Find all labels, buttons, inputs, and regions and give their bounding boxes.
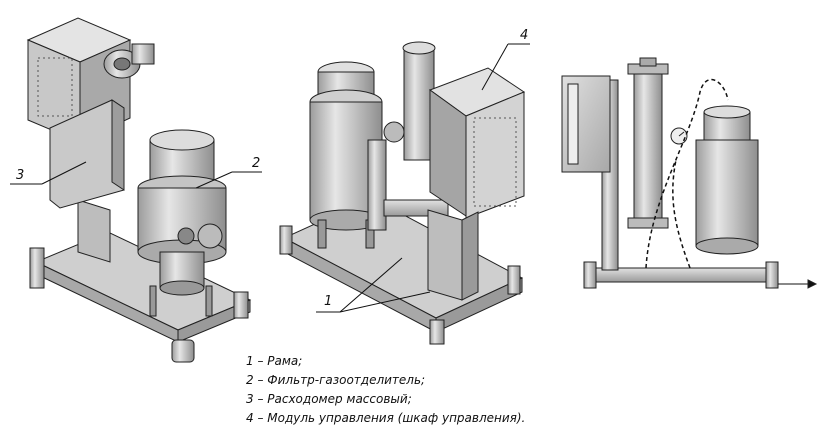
callout-4: 4 xyxy=(520,28,529,43)
legend-item: 4 – Модуль управления (шкаф управления). xyxy=(246,411,526,425)
callout-2: 2 xyxy=(252,156,261,171)
mass-flowmeter-left xyxy=(49,99,125,209)
unit-middle xyxy=(279,41,526,345)
legend: 1 – Рама; 2 – Фильтр-газоотделитель; 3 –… xyxy=(246,352,525,428)
filter-separator-left xyxy=(137,129,227,296)
unit-left xyxy=(26,17,252,363)
control-cabinet-middle xyxy=(428,67,526,219)
leader-lines xyxy=(10,43,530,313)
legend-item: 2 – Фильтр-газоотделитель; xyxy=(246,373,426,387)
legend-item: 3 – Расходомер массовый; xyxy=(246,392,412,406)
legend-item: 1 – Рама; xyxy=(246,354,303,368)
callout-1: 1 xyxy=(324,294,333,309)
filter-separator-right xyxy=(695,105,759,255)
unit-right xyxy=(561,57,818,289)
mass-flowmeter-right xyxy=(627,57,669,229)
control-cabinet-right xyxy=(561,75,611,173)
callout-3: 3 xyxy=(16,168,25,183)
frame-left xyxy=(29,231,252,363)
